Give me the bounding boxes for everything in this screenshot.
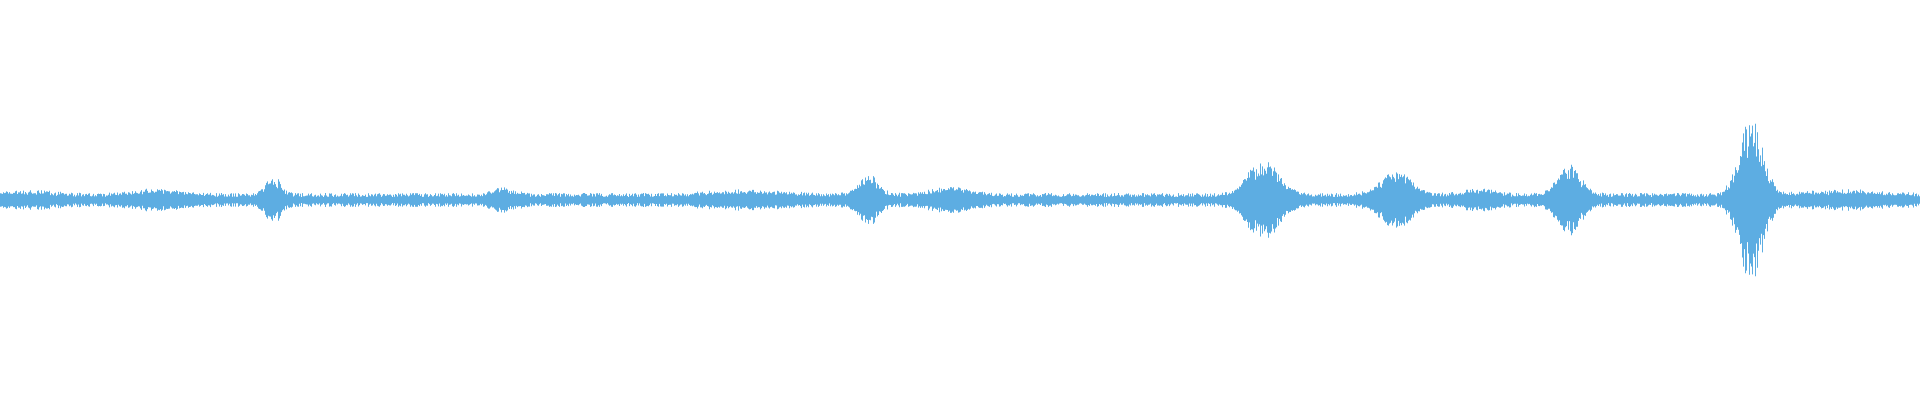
waveform-trace — [0, 123, 1920, 277]
